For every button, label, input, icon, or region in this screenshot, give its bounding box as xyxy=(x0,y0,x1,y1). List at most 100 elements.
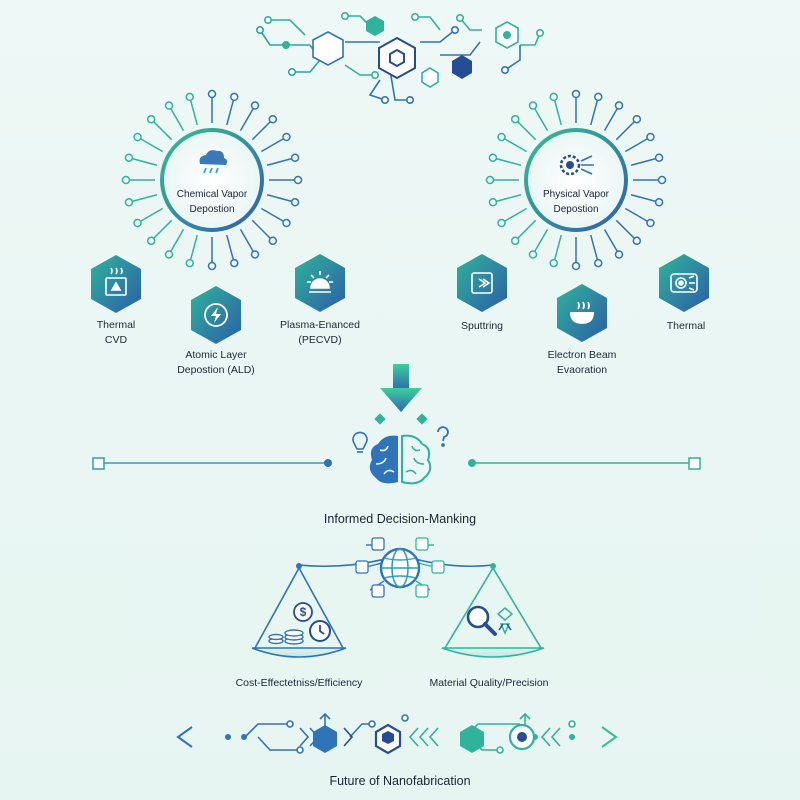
pvd-ray xyxy=(534,108,549,132)
cvd-ray xyxy=(266,158,292,166)
thermal-pvd-hex[interactable] xyxy=(659,254,709,312)
cost-efficiency-label: Cost-Effectetniss/Efficiency xyxy=(235,677,363,689)
pvd-ray-node xyxy=(549,258,558,268)
cvd-ray xyxy=(190,100,198,126)
pvd-ray xyxy=(504,138,528,153)
cloud-rain-icon xyxy=(199,150,228,174)
decision-title: Informed Decision-Manking xyxy=(323,512,477,526)
pvd-ray-node xyxy=(646,218,655,228)
cvd-ray-node xyxy=(250,101,260,110)
cvd-ray xyxy=(226,234,234,260)
pvd-circle[interactable] xyxy=(524,128,628,232)
circuit-network-icon xyxy=(255,12,544,105)
pvd-ray xyxy=(590,234,598,260)
pvd-ray-node xyxy=(594,258,603,268)
pvd-ray xyxy=(624,138,648,153)
cvd-ray xyxy=(132,158,158,166)
furnace-icon xyxy=(105,267,127,296)
pvd-ray-node xyxy=(571,89,581,99)
electron-beam-hex[interactable] xyxy=(557,284,607,342)
thermal-pvd-label: Thermal xyxy=(666,320,706,332)
pvd-ray-node xyxy=(594,92,603,102)
pvd-ray-node xyxy=(614,250,624,259)
electron-beam-label: Electron Beam Evaoration xyxy=(547,349,617,376)
ald-label: Atomic Layer Depostion (ALD) xyxy=(177,349,255,376)
sputtering-hex[interactable] xyxy=(457,254,507,312)
pvd-ray xyxy=(504,207,528,222)
cvd-ray-node xyxy=(207,261,217,271)
target-icon xyxy=(471,272,493,294)
cvd-ray-node xyxy=(124,198,134,207)
pvd-ray-node xyxy=(549,92,558,102)
cvd-ray xyxy=(266,194,292,202)
pvd-ray-node xyxy=(497,132,506,142)
cvd-ray-node xyxy=(282,218,291,228)
brain-icon xyxy=(369,434,432,485)
pvd-ray-node xyxy=(488,198,498,207)
cvd-ray-node xyxy=(282,132,291,142)
thermal-cvd-label: Thermal CVD xyxy=(96,319,136,346)
pvd-title-line2: Depostion xyxy=(553,204,598,215)
cvd-ray-node xyxy=(185,92,194,102)
quality-precision-label: Material Quality/Precision xyxy=(429,677,549,689)
pvd-ray-node xyxy=(488,153,498,162)
decision-dot-left xyxy=(374,413,386,425)
pvd-ray-node xyxy=(510,236,520,246)
clock-icon xyxy=(309,620,331,642)
ald-hex[interactable] xyxy=(191,286,241,344)
nanofabrication-timeline xyxy=(176,712,620,755)
pvd-ray-node xyxy=(528,101,538,110)
decision-connector-right xyxy=(468,457,701,470)
cvd-ray xyxy=(251,121,271,141)
cvd-title-line2: Depostion xyxy=(189,204,234,215)
balance-scale xyxy=(251,554,545,658)
cvd-ray-node xyxy=(146,236,156,246)
pvd-ray-node xyxy=(528,250,538,259)
decision-connector-left xyxy=(92,457,332,470)
pvd-ray-node xyxy=(510,114,520,124)
cvd-title-line1: Chemical Vapor xyxy=(177,189,248,200)
cvd-ray-node xyxy=(121,175,131,185)
cvd-ray xyxy=(170,108,185,132)
lightbulb-icon xyxy=(352,431,368,453)
cvd-ray-node xyxy=(230,258,239,268)
cvd-ray-node xyxy=(290,153,300,162)
pvd-ray-node xyxy=(632,114,642,124)
pecvd-hex[interactable] xyxy=(295,254,345,312)
pvd-ray xyxy=(496,158,522,166)
globe-hub xyxy=(355,537,445,598)
thermal-cvd-hex[interactable] xyxy=(91,255,141,313)
cvd-ray-node xyxy=(230,92,239,102)
cvd-ray-node xyxy=(268,114,278,124)
pvd-ray xyxy=(517,219,537,239)
sputter-gear-icon xyxy=(559,154,594,176)
cvd-ray xyxy=(190,234,198,260)
cvd-ray xyxy=(140,207,164,222)
pvd-ray-node xyxy=(654,198,664,207)
pvd-ray xyxy=(517,121,537,141)
pvd-ray-node xyxy=(654,153,664,162)
pvd-ray-node xyxy=(657,175,667,185)
pvd-ray xyxy=(630,158,656,166)
question-icon xyxy=(437,426,449,447)
cvd-ray-node xyxy=(290,198,300,207)
pvd-ray-node xyxy=(614,101,624,110)
pecvd-label: Plasma-Enanced (PECVD) xyxy=(280,319,360,346)
pvd-ray xyxy=(615,121,635,141)
cvd-ray-node xyxy=(133,218,142,228)
dollar-icon: $ xyxy=(293,602,313,622)
pvd-ray xyxy=(496,194,522,202)
cvd-ray-node xyxy=(207,89,217,99)
cvd-ray xyxy=(239,228,254,252)
cvd-ray xyxy=(132,194,158,202)
pvd-ray-node xyxy=(632,236,642,246)
cvd-circle[interactable] xyxy=(160,128,264,232)
cvd-ray-node xyxy=(146,114,156,124)
cvd-ray-node xyxy=(185,258,194,268)
cvd-ray xyxy=(153,219,173,239)
lightning-icon xyxy=(204,303,228,327)
cvd-ray xyxy=(140,138,164,153)
cvd-ray-node xyxy=(164,250,174,259)
plasma-icon xyxy=(307,271,333,293)
down-arrow-icon xyxy=(380,364,422,412)
